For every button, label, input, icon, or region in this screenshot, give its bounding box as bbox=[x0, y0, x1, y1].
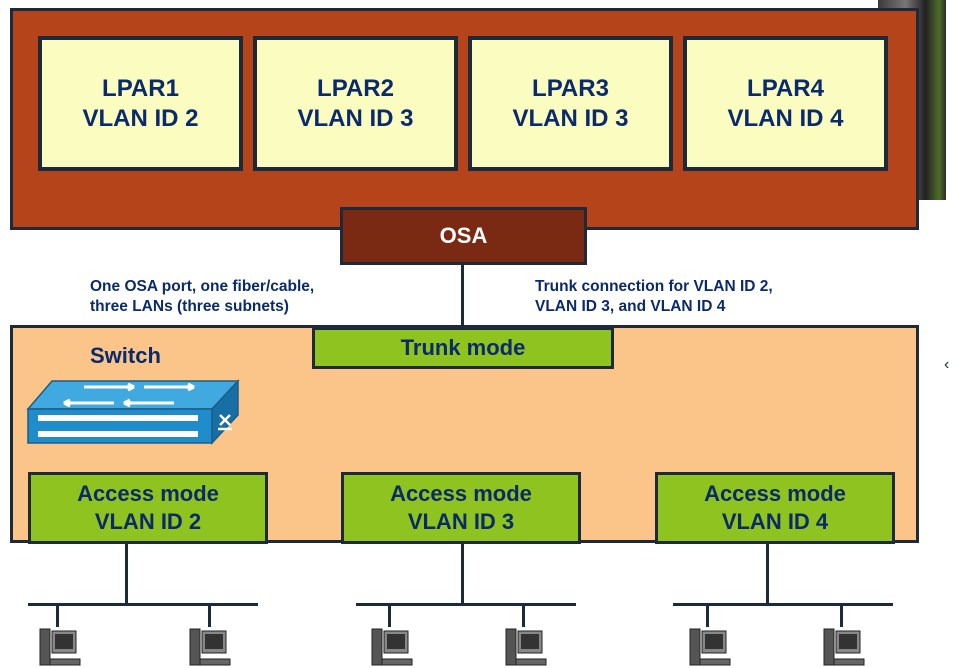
lpar-1: LPAR1 VLAN ID 2 bbox=[38, 36, 243, 171]
access-mode-label: Access mode bbox=[77, 481, 219, 506]
lpar-name: LPAR3 bbox=[532, 74, 609, 102]
access-port-3: Access mode VLAN ID 4 bbox=[655, 472, 895, 544]
computer-icon bbox=[823, 628, 865, 666]
switch-label: Switch bbox=[90, 343, 161, 368]
lan-drop-2 bbox=[461, 544, 464, 604]
lpar-vlan: VLAN ID 3 bbox=[512, 104, 629, 132]
lan-tap-1b bbox=[208, 603, 211, 627]
lpar-2: LPAR2 VLAN ID 3 bbox=[253, 36, 458, 171]
left-note: One OSA port, one fiber/cable, three LAN… bbox=[90, 277, 314, 317]
trunk-label: Trunk mode bbox=[400, 335, 526, 360]
access-port-1: Access mode VLAN ID 2 bbox=[28, 472, 268, 544]
right-note-line2: VLAN ID 3, and VLAN ID 4 bbox=[535, 298, 726, 315]
lan-drop-3 bbox=[766, 544, 769, 604]
lpar-name: LPAR4 bbox=[747, 74, 824, 102]
lpar-vlan: VLAN ID 2 bbox=[82, 104, 199, 132]
osa-adapter: OSA bbox=[340, 207, 587, 265]
computer-icon bbox=[689, 628, 731, 666]
lpar-name: LPAR1 bbox=[102, 74, 179, 102]
left-note-line1: One OSA port, one fiber/cable, bbox=[90, 278, 315, 295]
lan-tap-3b bbox=[840, 603, 843, 627]
computer-icon bbox=[505, 628, 547, 666]
access-mode-label: Access mode bbox=[390, 481, 532, 506]
right-note: Trunk connection for VLAN ID 2, VLAN ID … bbox=[535, 277, 773, 317]
computer-icon bbox=[371, 628, 413, 666]
lpar-vlan: VLAN ID 3 bbox=[297, 104, 414, 132]
lan-tap-2a bbox=[388, 603, 391, 627]
lan-drop-1 bbox=[125, 544, 128, 604]
lpar-3: LPAR3 VLAN ID 3 bbox=[468, 36, 673, 171]
computer-icon bbox=[189, 628, 231, 666]
lan-bus-3 bbox=[673, 603, 893, 606]
trunk-cable bbox=[461, 265, 464, 327]
lpar-4: LPAR4 VLAN ID 4 bbox=[683, 36, 888, 171]
switch-icon bbox=[26, 379, 240, 445]
lan-bus-2 bbox=[356, 603, 576, 606]
arrow-mark: ‹ bbox=[944, 356, 950, 373]
osa-label: OSA bbox=[439, 223, 488, 248]
access-vlan-label: VLAN ID 2 bbox=[94, 509, 202, 534]
access-port-2: Access mode VLAN ID 3 bbox=[341, 472, 581, 544]
access-mode-label: Access mode bbox=[704, 481, 846, 506]
trunk-port: Trunk mode bbox=[312, 327, 614, 369]
lpar-vlan: VLAN ID 4 bbox=[727, 104, 844, 132]
right-note-line1: Trunk connection for VLAN ID 2, bbox=[535, 278, 773, 295]
left-note-line2: three LANs (three subnets) bbox=[90, 298, 289, 315]
lan-bus-1 bbox=[28, 603, 258, 606]
lpar-name: LPAR2 bbox=[317, 74, 394, 102]
lan-tap-1a bbox=[56, 603, 59, 627]
lan-tap-3a bbox=[706, 603, 709, 627]
lan-tap-2b bbox=[522, 603, 525, 627]
access-vlan-label: VLAN ID 3 bbox=[407, 509, 515, 534]
access-vlan-label: VLAN ID 4 bbox=[721, 509, 829, 534]
computer-icon bbox=[39, 628, 81, 666]
